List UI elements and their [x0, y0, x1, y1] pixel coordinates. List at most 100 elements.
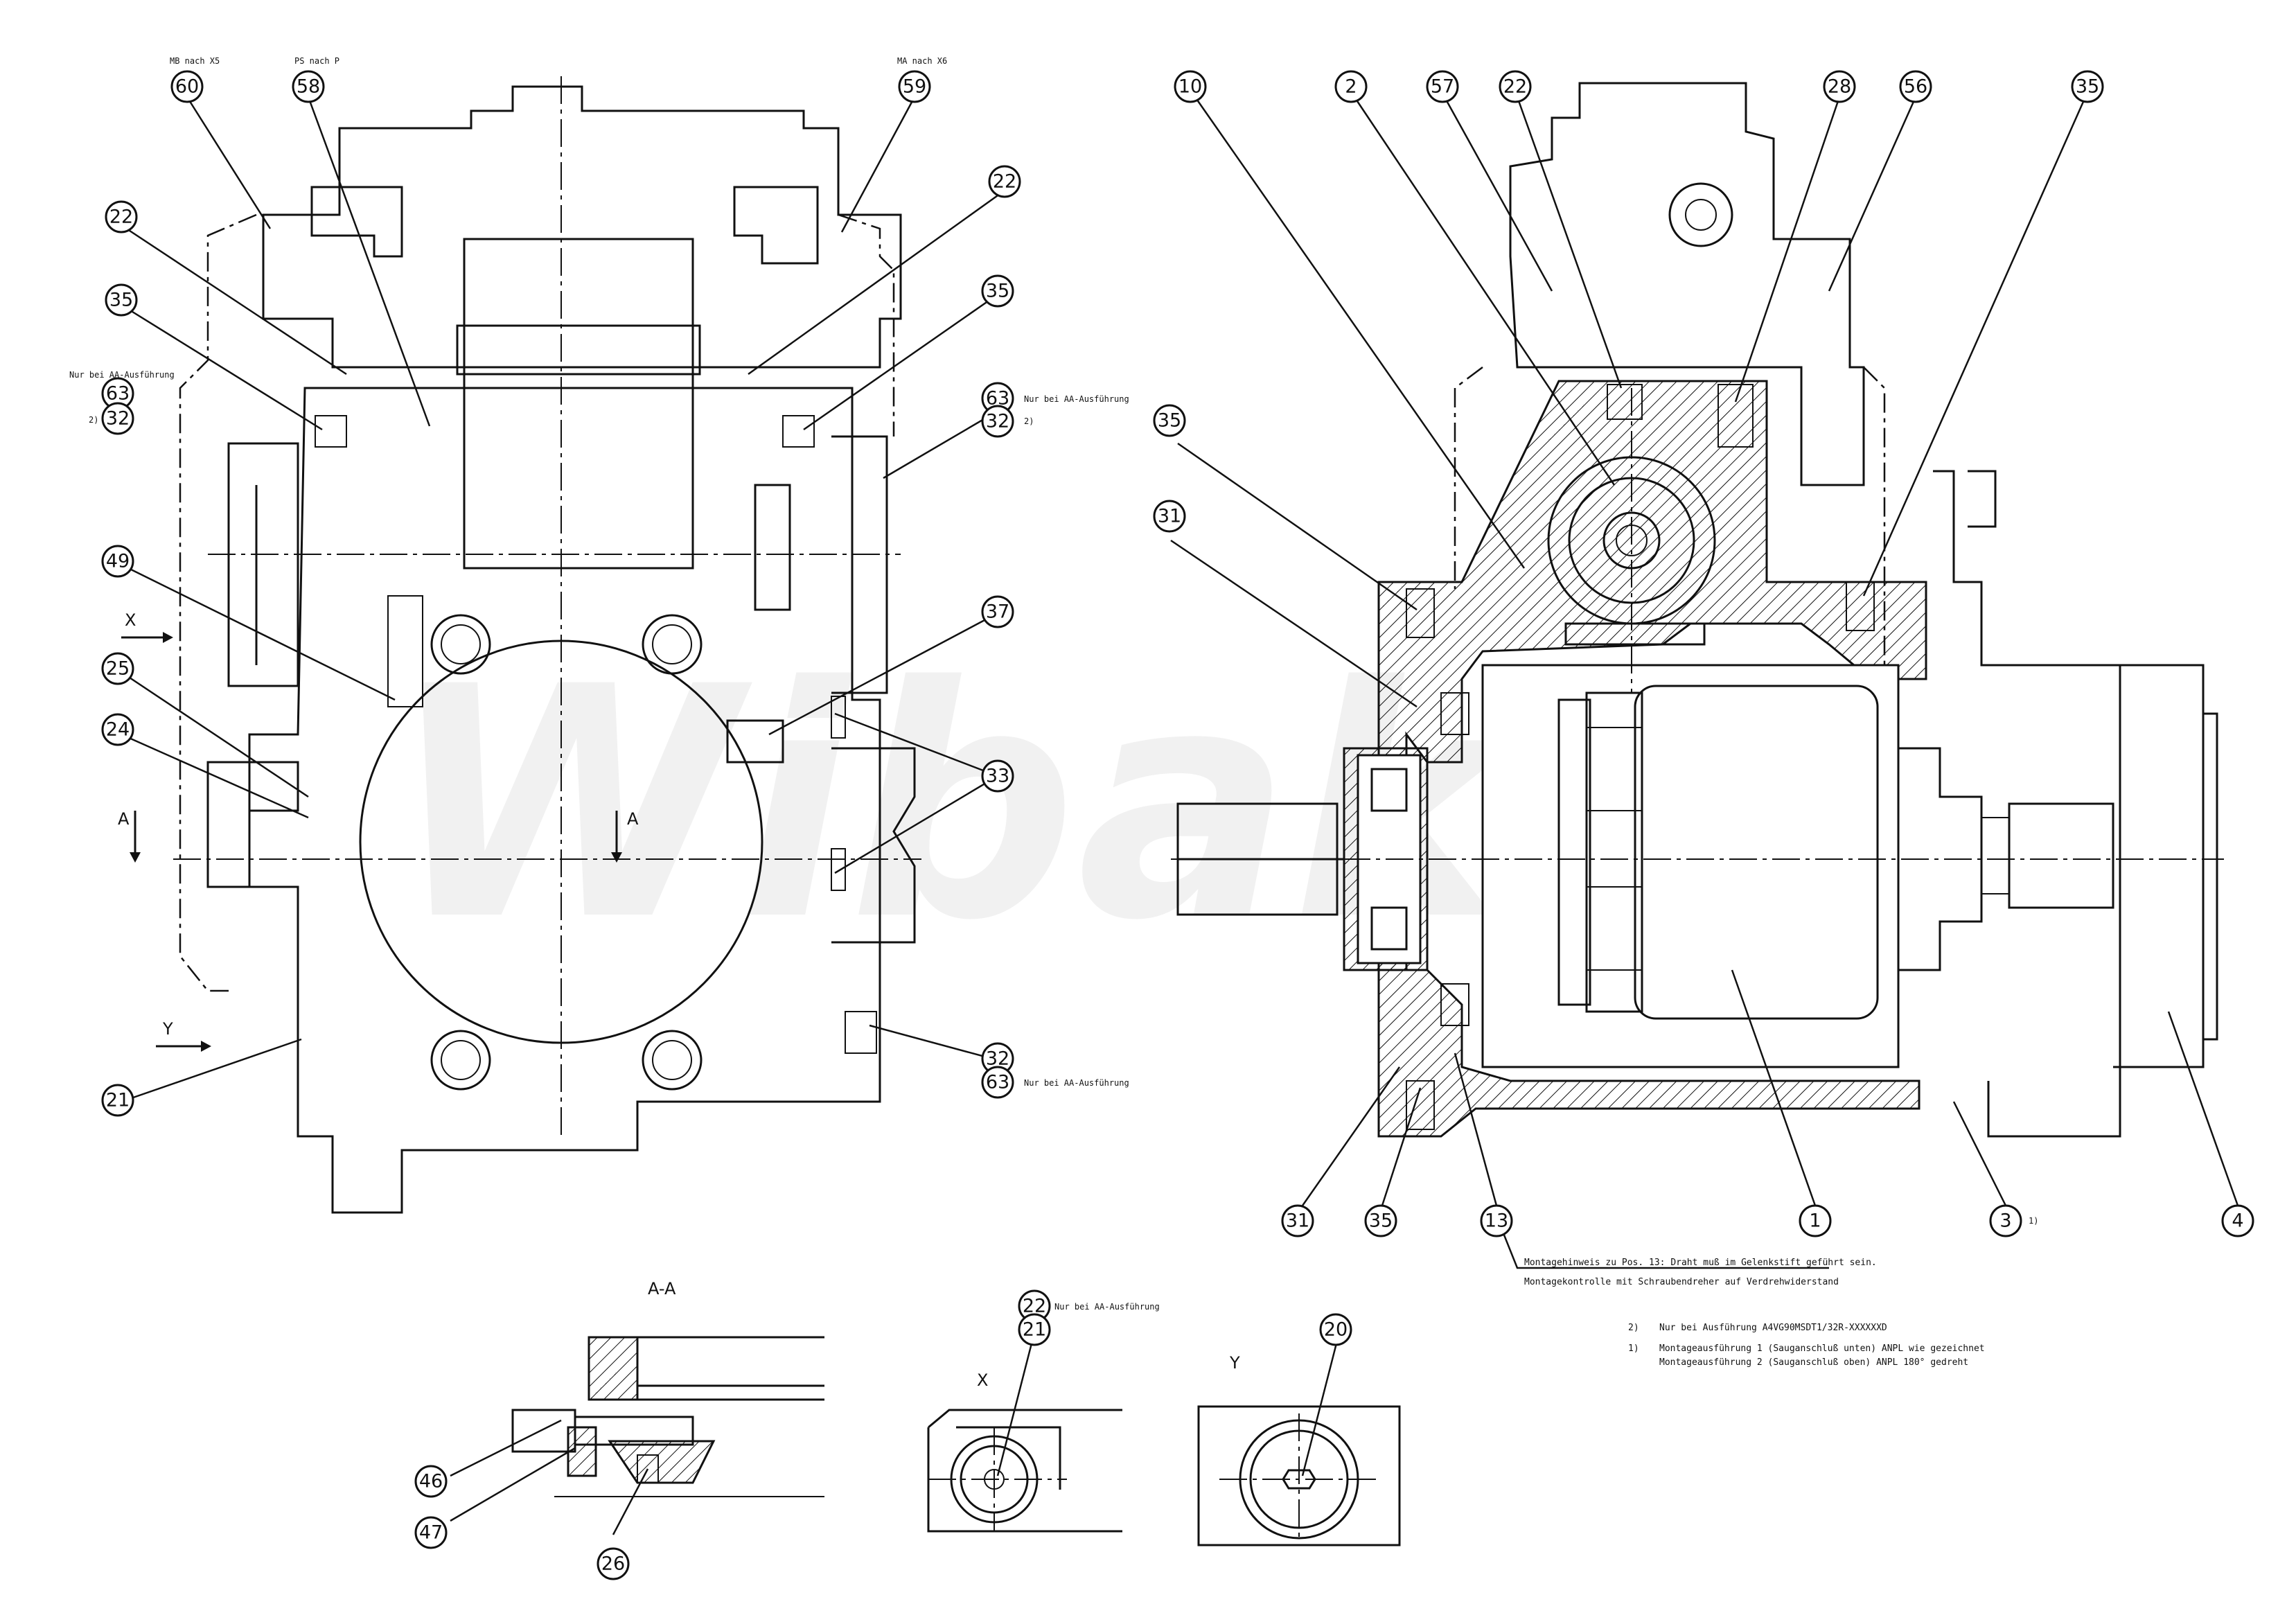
- balloon-32-right: 32: [981, 405, 1014, 438]
- balloon-63-bottom: 63: [981, 1066, 1014, 1099]
- balloon-24: 24: [101, 713, 134, 746]
- svg-text:63: 63: [986, 1072, 1009, 1093]
- section-a-label-left: A: [118, 809, 130, 829]
- balloon-56: 56: [1899, 70, 1932, 103]
- balloon-35-left: 35: [105, 283, 138, 317]
- section-a-label-right: A: [627, 809, 639, 829]
- x-arrow-label: X: [125, 610, 136, 630]
- svg-text:49: 49: [106, 551, 130, 572]
- note-ma-x6: MA nach X6: [897, 56, 947, 66]
- balloon-57: 57: [1426, 70, 1459, 103]
- detail-y-view: Y: [1197, 1353, 1401, 1546]
- footnote-1-text-2: Montageausführung 2 (Sauganschluß oben) …: [1659, 1357, 1968, 1368]
- balloon-26: 26: [597, 1547, 630, 1580]
- svg-text:28: 28: [1828, 76, 1851, 98]
- svg-text:25: 25: [106, 658, 130, 680]
- svg-text:22: 22: [109, 206, 133, 228]
- svg-text:59: 59: [903, 76, 926, 98]
- svg-text:35: 35: [986, 281, 1009, 302]
- balloon-35-right: 35: [981, 274, 1014, 308]
- svg-text:56: 56: [1904, 76, 1927, 98]
- balloon-20: 20: [1319, 1313, 1352, 1346]
- balloon-58: 58: [292, 70, 325, 103]
- note-mb-x5: MB nach X5: [170, 56, 220, 66]
- balloon-60: 60: [170, 70, 204, 103]
- svg-text:47: 47: [419, 1522, 443, 1544]
- note-nur-aa-right: Nur bei AA-Ausführung: [1024, 394, 1129, 404]
- balloon-25: 25: [101, 652, 134, 685]
- balloon-22-left: 22: [105, 200, 138, 233]
- balloon-35-section-top: 35: [2071, 70, 2104, 103]
- notes: MB nach X5 PS nach P MA nach X6 Nur bei …: [69, 56, 2038, 1368]
- svg-text:21: 21: [1023, 1319, 1046, 1341]
- svg-text:24: 24: [106, 719, 130, 741]
- balloon-32-left: 32: [101, 402, 134, 435]
- balloon-49: 49: [101, 545, 134, 578]
- svg-text:35: 35: [1158, 410, 1181, 432]
- svg-text:32: 32: [986, 1048, 1009, 1070]
- footnote-2-label: 2): [1628, 1323, 1639, 1333]
- note-nur-aa-left: Nur bei AA-Ausführung: [69, 370, 175, 380]
- balloon-35-section-left: 35: [1153, 404, 1186, 437]
- balloon-22-section: 22: [1499, 70, 1532, 103]
- note-nur-aa-detail: Nur bei AA-Ausführung: [1054, 1302, 1160, 1312]
- balloon-47: 47: [414, 1516, 448, 1549]
- balloons: 60 58 59 22 22 35 35 63 32 63 32 49 37 2…: [101, 70, 2254, 1580]
- svg-text:10: 10: [1178, 76, 1202, 98]
- svg-text:1: 1: [1809, 1210, 1821, 1232]
- left-front-view: [173, 76, 921, 1214]
- svg-text:35: 35: [2076, 76, 2099, 98]
- y-arrow-label: Y: [162, 1019, 173, 1039]
- balloon-13: 13: [1480, 1204, 1513, 1237]
- svg-text:3: 3: [1999, 1210, 2011, 1232]
- svg-text:22: 22: [1503, 76, 1527, 98]
- detail-x-label: X: [977, 1370, 988, 1390]
- balloon-33: 33: [981, 759, 1014, 793]
- note-fn1-b3: 1): [2029, 1216, 2038, 1226]
- balloon-21-detail: 21: [1018, 1313, 1051, 1346]
- bolt-heads: [430, 614, 703, 1091]
- balloon-28: 28: [1823, 70, 1856, 103]
- montage-note-line1: Montagehinweis zu Pos. 13: Draht muß im …: [1524, 1258, 1877, 1268]
- svg-text:33: 33: [986, 766, 1009, 787]
- balloon-22-detail: 22: [1018, 1289, 1051, 1323]
- balloon-59: 59: [898, 70, 931, 103]
- detail-x-view: X: [927, 1370, 1122, 1533]
- balloon-3: 3: [1989, 1204, 2022, 1237]
- svg-text:31: 31: [1286, 1210, 1309, 1232]
- balloon-35-bottom: 35: [1364, 1204, 1397, 1237]
- svg-text:35: 35: [1369, 1210, 1393, 1232]
- balloon-46: 46: [414, 1465, 448, 1498]
- balloon-2: 2: [1334, 70, 1368, 103]
- footnote-1-label: 1): [1628, 1343, 1639, 1354]
- svg-text:37: 37: [986, 601, 1009, 623]
- svg-text:26: 26: [601, 1553, 625, 1575]
- balloon-10: 10: [1174, 70, 1207, 103]
- balloon-21-left: 21: [101, 1084, 134, 1117]
- svg-text:21: 21: [106, 1090, 130, 1111]
- svg-text:4: 4: [2232, 1210, 2243, 1232]
- leader-lines: [121, 96, 2239, 1535]
- footnote-2-text: Nur bei Ausführung A4VG90MSDT1/32R-XXXXX…: [1659, 1323, 1887, 1333]
- svg-text:2: 2: [1345, 76, 1357, 98]
- note-fn2-right: 2): [1024, 416, 1034, 426]
- balloon-31-bottom: 31: [1281, 1204, 1314, 1237]
- footnote-1-text-1: Montageausführung 1 (Sauganschluß unten)…: [1659, 1343, 1985, 1354]
- balloon-22-right: 22: [988, 165, 1021, 198]
- note-nur-aa-bottom: Nur bei AA-Ausführung: [1024, 1078, 1129, 1088]
- note-ps-p: PS nach P: [294, 56, 339, 66]
- balloon-37: 37: [981, 595, 1014, 628]
- note-fn2-left: 2): [89, 415, 98, 425]
- svg-text:32: 32: [106, 408, 130, 430]
- balloon-4: 4: [2221, 1204, 2254, 1237]
- svg-text:13: 13: [1485, 1210, 1508, 1232]
- svg-text:60: 60: [175, 76, 199, 98]
- detail-y-label: Y: [1229, 1353, 1240, 1373]
- svg-text:46: 46: [419, 1471, 443, 1492]
- montage-note-line2: Montagekontrolle mit Schraubendreher auf…: [1524, 1277, 1839, 1287]
- svg-text:35: 35: [109, 290, 133, 311]
- right-section-view: [1171, 82, 2224, 1138]
- balloon-1: 1: [1799, 1204, 1832, 1237]
- svg-text:32: 32: [986, 411, 1009, 432]
